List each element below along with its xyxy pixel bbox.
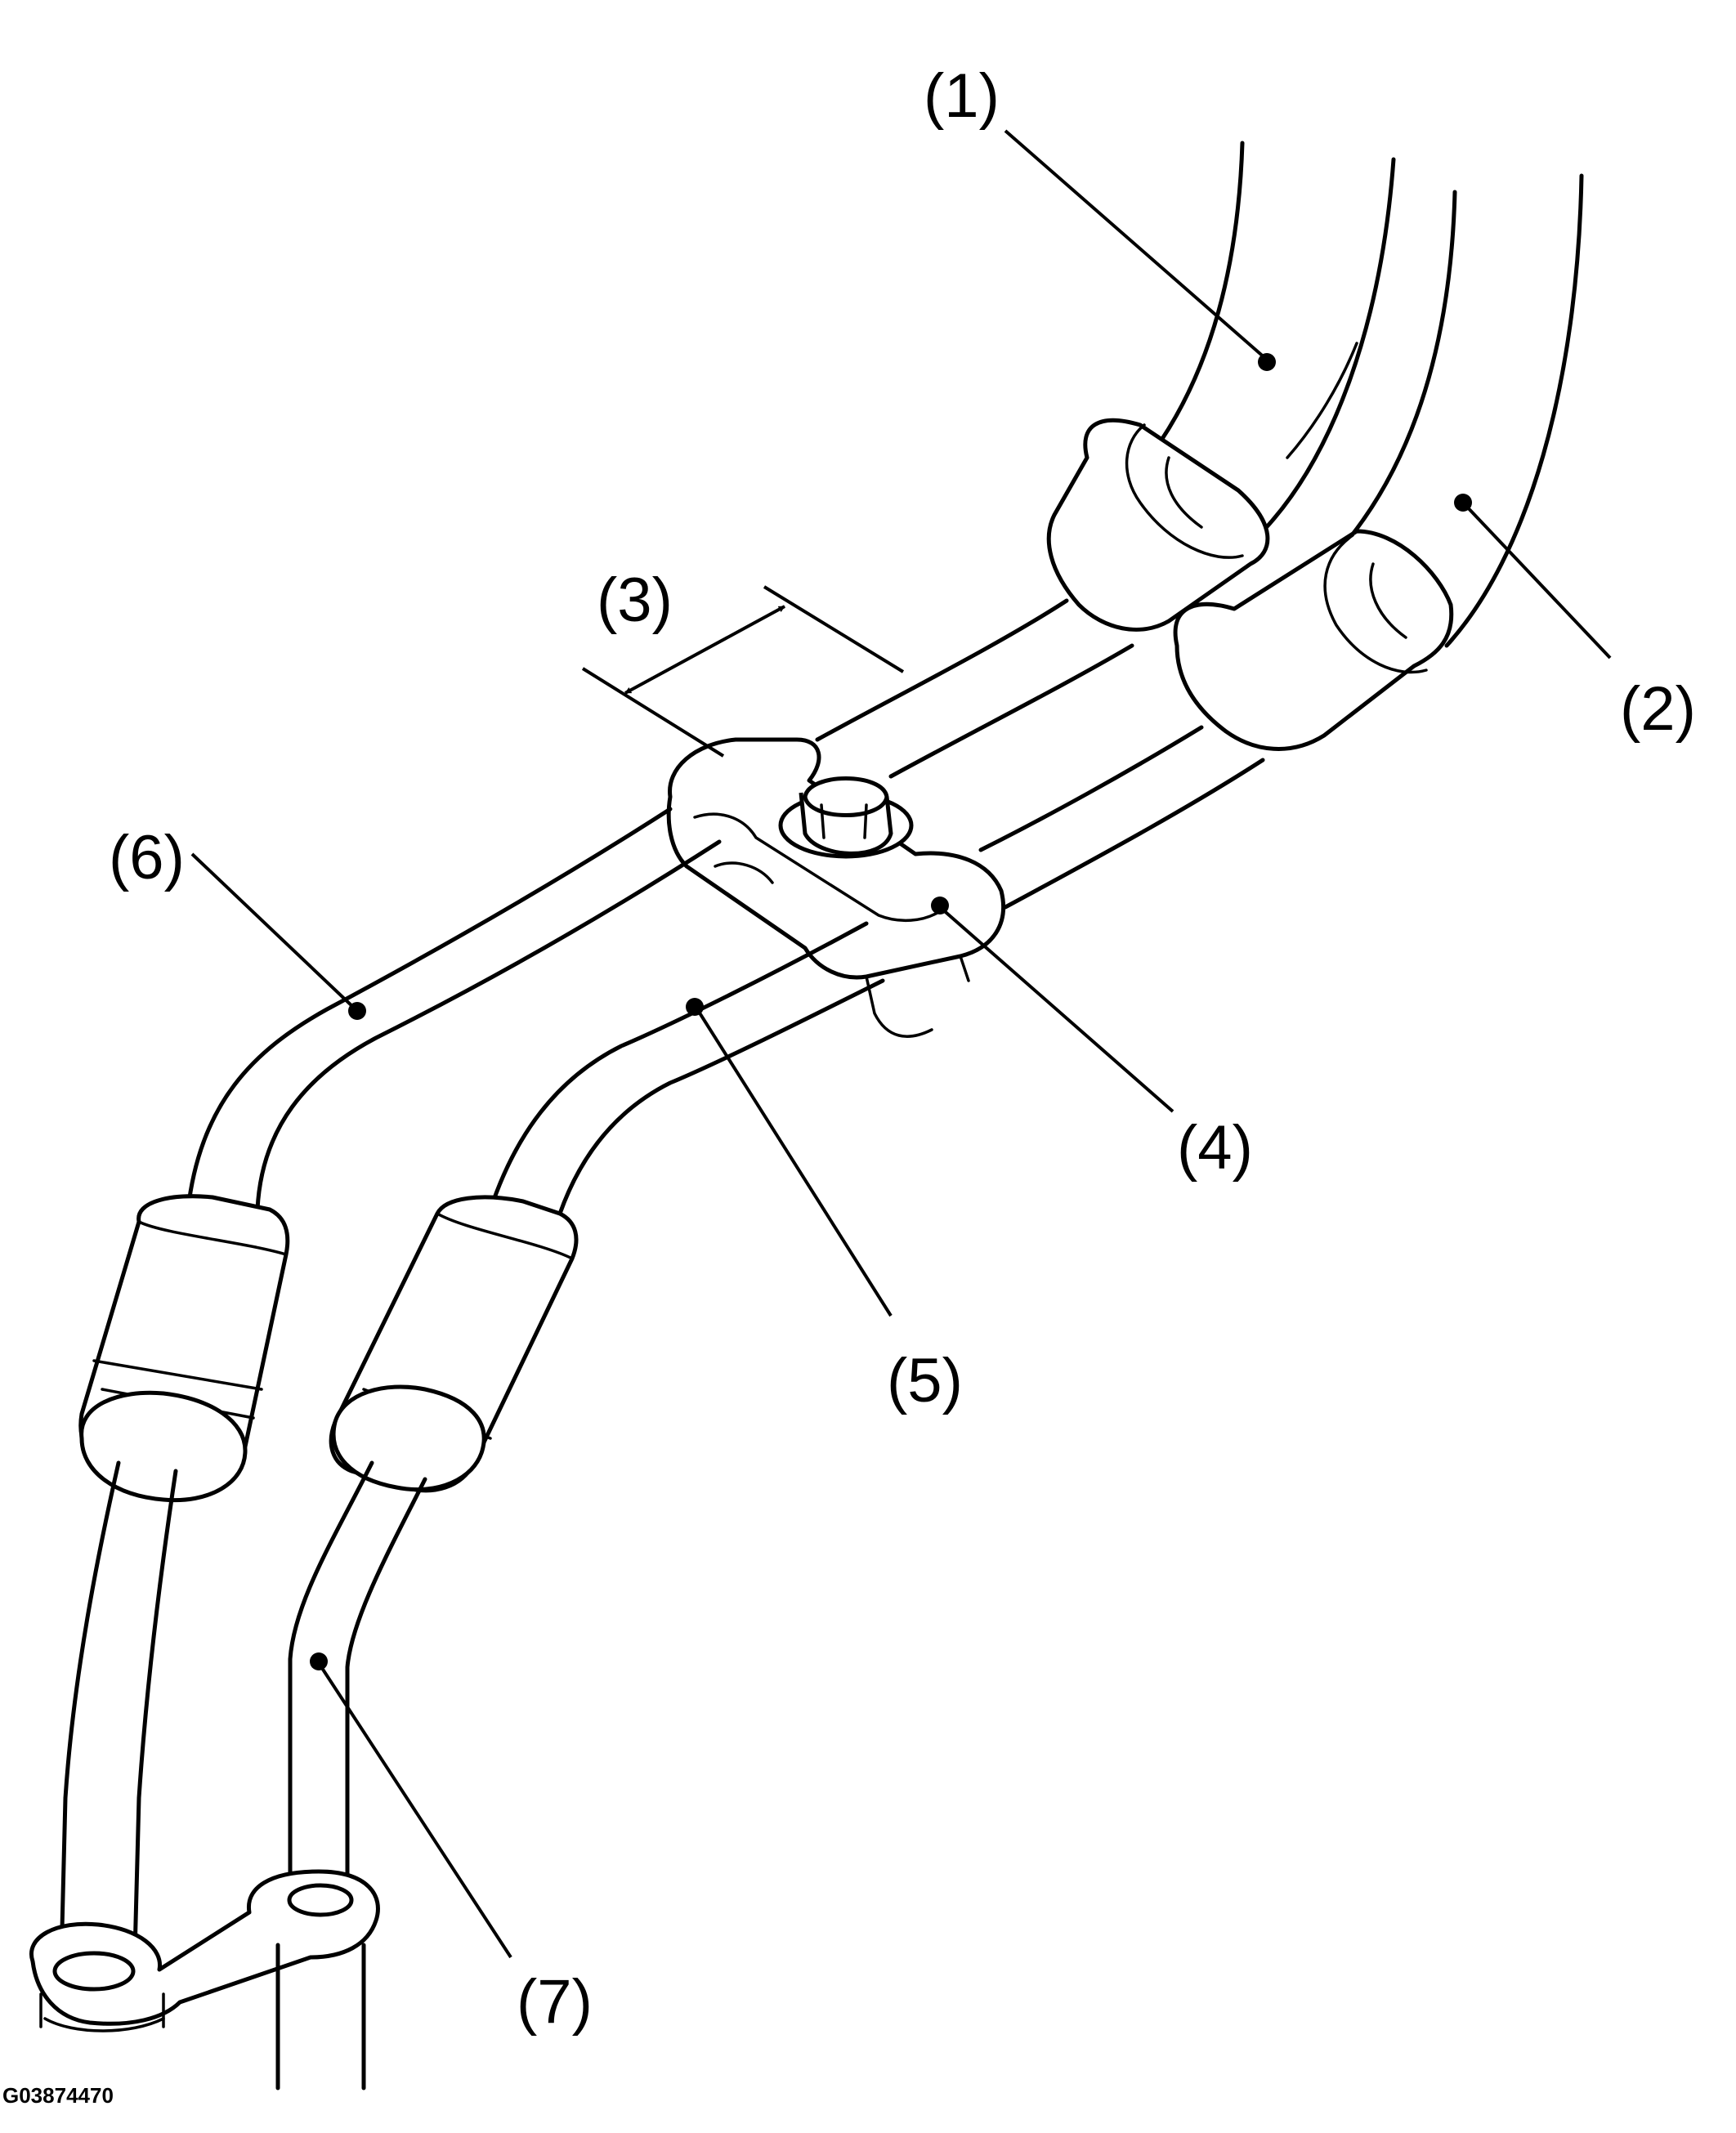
clamp-bolt — [778, 776, 914, 859]
callout-label-4: (4) — [1177, 1113, 1253, 1183]
leader-2 — [1461, 501, 1612, 660]
callout-label-7: (7) — [517, 1967, 593, 2037]
lower-pipe-6 — [59, 1460, 178, 1964]
dot-7 — [310, 1652, 328, 1670]
dot-5 — [686, 998, 704, 1016]
callout-labels: (1) (2) (3) (4) (5) (6) (7) — [109, 61, 1696, 2037]
callout-label-2: (2) — [1620, 674, 1696, 744]
pipe-7 — [288, 1460, 427, 1882]
callout-label-3: (3) — [597, 566, 673, 635]
dot-2 — [1454, 494, 1472, 512]
dot-4 — [931, 897, 949, 914]
pipe-clamp-4 — [666, 737, 1006, 1038]
callout-label-1: (1) — [924, 61, 1000, 131]
callout-dots — [310, 353, 1472, 1670]
leader-6 — [190, 852, 357, 1011]
lower-bracket — [29, 1869, 380, 2091]
leader-lines — [190, 129, 1612, 1959]
hose-2-fitting — [1173, 529, 1454, 751]
upper-pipes — [815, 598, 1265, 910]
dot-1 — [1258, 353, 1276, 371]
pipe-5 — [488, 921, 885, 1228]
leader-4 — [938, 906, 1174, 1113]
leader-7 — [317, 1661, 512, 1959]
dimension-3 — [581, 585, 905, 758]
callout-label-5: (5) — [887, 1346, 963, 1415]
hose-1-fitting — [1046, 418, 1270, 632]
hose-2 — [1346, 173, 1584, 648]
leader-1 — [1004, 129, 1268, 361]
leader-5 — [693, 1004, 893, 1317]
pipe-5-fitting — [329, 1195, 579, 1493]
callout-label-6: (6) — [109, 823, 185, 892]
pipe-6 — [186, 807, 722, 1212]
drawing-id: G03874470 — [2, 2083, 114, 2108]
dot-6 — [348, 1002, 366, 1020]
pipe-6-fitting — [78, 1194, 290, 1503]
hose-1 — [1158, 141, 1396, 534]
